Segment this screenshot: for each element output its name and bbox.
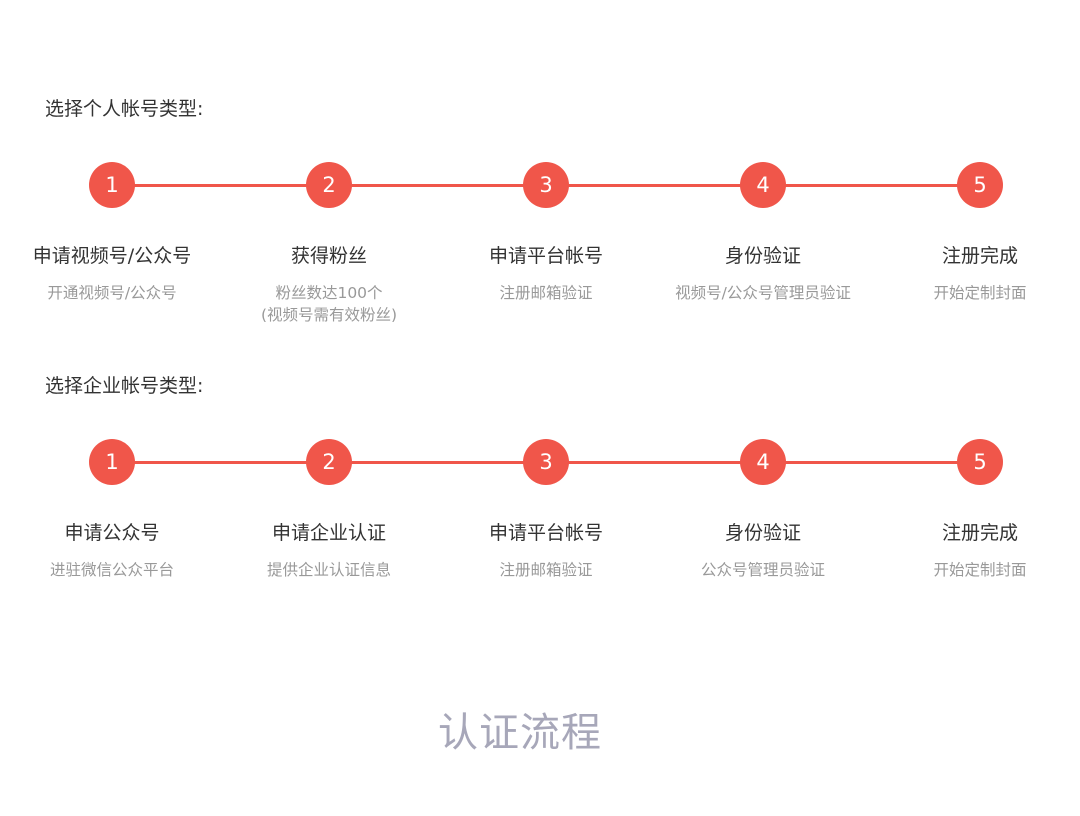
enterprise-step-1-label: 申请公众号 [64, 522, 160, 544]
personal-step-5-desc: 开始定制封面 [933, 284, 1027, 302]
enterprise-step-5-desc: 开始定制封面 [933, 561, 1027, 579]
personal-step-4-desc: 视频号/公众号管理员验证 [675, 284, 851, 302]
personal-step-2-label: 获得粉丝 [290, 245, 367, 267]
personal-step-4-label: 身份验证 [724, 245, 801, 267]
enterprise-step-3-desc: 注册邮箱验证 [499, 561, 593, 579]
enterprise-step-4-label: 身份验证 [724, 522, 801, 544]
personal-step-1-desc: 开通视频号/公众号 [47, 284, 177, 302]
personal-step-5-circle: 5 [957, 162, 1003, 208]
personal-step-2-desc-note: (视频号需有效粉丝) [260, 306, 398, 324]
personal-section-title: 选择个人帐号类型: [45, 98, 204, 120]
enterprise-step-3-label: 申请平台帐号 [488, 522, 603, 544]
personal-step-3-desc: 注册邮箱验证 [499, 284, 593, 302]
enterprise-step-3-circle: 3 [523, 439, 569, 485]
enterprise-step-2-label: 申请企业认证 [271, 522, 386, 544]
enterprise-step-1-desc: 进驻微信公众平台 [49, 561, 174, 579]
personal-step-1-label: 申请视频号/公众号 [32, 245, 192, 267]
enterprise-step-5-label: 注册完成 [941, 522, 1018, 544]
flow-caption: 认证流程 [438, 710, 602, 756]
enterprise-step-2-desc: 提供企业认证信息 [266, 561, 391, 579]
personal-step-3-label: 申请平台帐号 [488, 245, 603, 267]
enterprise-step-4-desc: 公众号管理员验证 [700, 561, 825, 579]
enterprise-step-1-circle: 1 [89, 439, 135, 485]
personal-step-4-circle: 4 [740, 162, 786, 208]
enterprise-section-title: 选择企业帐号类型: [45, 375, 204, 397]
personal-step-3-circle: 3 [523, 162, 569, 208]
personal-step-2-circle: 2 [306, 162, 352, 208]
enterprise-step-5-circle: 5 [957, 439, 1003, 485]
enterprise-step-2-circle: 2 [306, 439, 352, 485]
personal-step-5-label: 注册完成 [941, 245, 1018, 267]
enterprise-step-4-circle: 4 [740, 439, 786, 485]
personal-step-1-circle: 1 [89, 162, 135, 208]
personal-step-2-desc: 粉丝数达100个 [275, 284, 383, 302]
